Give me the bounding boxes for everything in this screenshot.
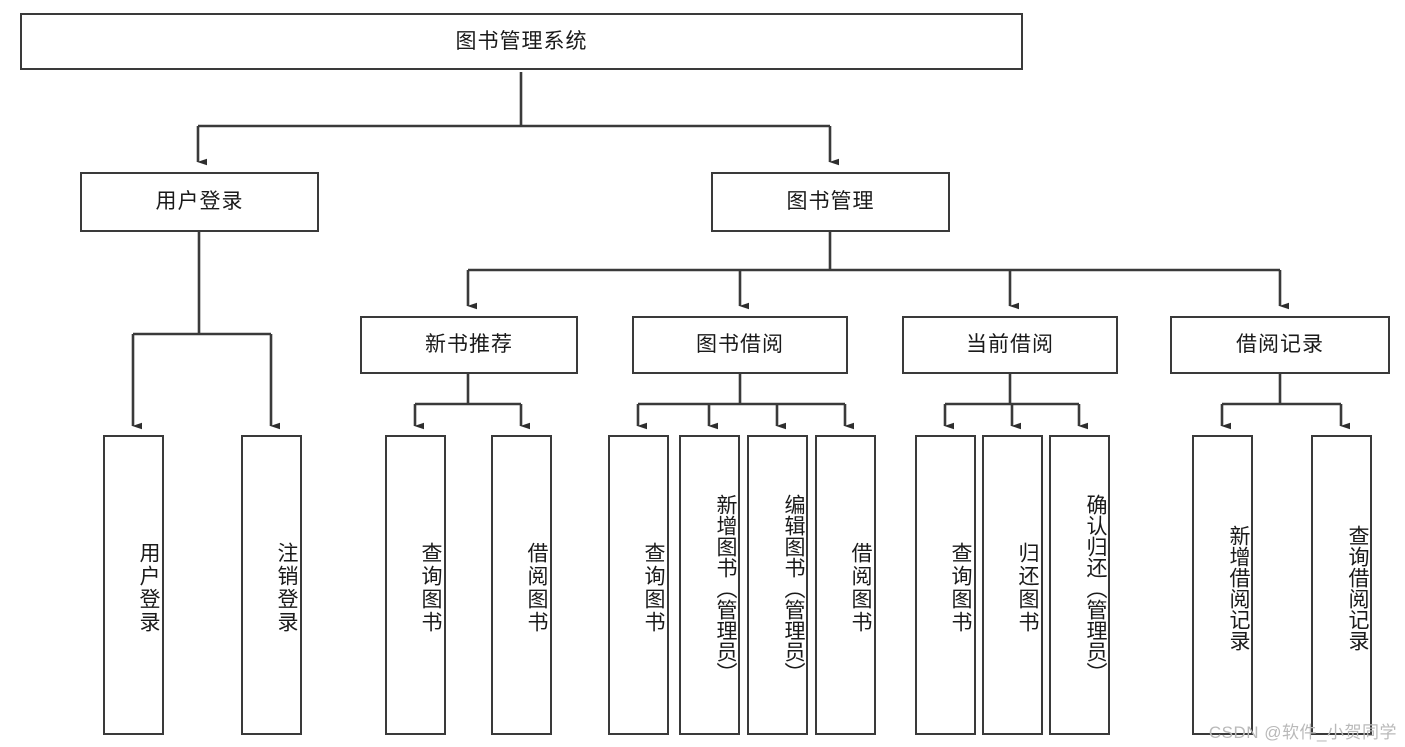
node-book-borrow[interactable]: 图书借阅 <box>632 316 848 374</box>
node-leaf-edit-book[interactable]: 编辑图书（管理员） <box>747 435 808 735</box>
node-leaf-user-login-label: 用户登录 <box>137 542 160 634</box>
node-leaf-add-book[interactable]: 新增图书（管理员） <box>679 435 740 735</box>
node-leaf-add-record[interactable]: 新增借阅记录 <box>1192 435 1253 735</box>
node-leaf-query-book-3-label: 查询图书 <box>949 542 972 634</box>
node-leaf-return-book-label: 归还图书 <box>1016 542 1039 634</box>
node-leaf-confirm-return[interactable]: 确认归还（管理员） <box>1049 435 1110 735</box>
node-current-borrow[interactable]: 当前借阅 <box>902 316 1118 374</box>
node-leaf-query-record[interactable]: 查询借阅记录 <box>1311 435 1372 735</box>
node-leaf-query-book-1[interactable]: 查询图书 <box>385 435 446 735</box>
node-current-borrow-label: 当前借阅 <box>966 333 1054 357</box>
node-leaf-query-book-2-label: 查询图书 <box>642 542 665 634</box>
node-leaf-query-record-label: 查询借阅记录 <box>1346 525 1369 651</box>
node-root[interactable]: 图书管理系统 <box>20 13 1023 70</box>
node-book-management-label: 图书管理 <box>786 190 875 214</box>
node-root-label: 图书管理系统 <box>455 29 588 53</box>
node-leaf-add-book-label: 新增图书（管理员） <box>714 493 737 683</box>
node-leaf-confirm-return-label: 确认归还（管理员） <box>1084 493 1107 683</box>
node-leaf-borrow-book-2-label: 借阅图书 <box>849 542 872 634</box>
node-leaf-add-record-label: 新增借阅记录 <box>1227 525 1250 651</box>
csdn-watermark: CSDN @软件_小贺同学 <box>1208 723 1397 742</box>
node-borrow-record[interactable]: 借阅记录 <box>1170 316 1390 374</box>
node-leaf-borrow-book-1-label: 借阅图书 <box>525 542 548 634</box>
node-new-book-recommend[interactable]: 新书推荐 <box>360 316 578 374</box>
node-user-login[interactable]: 用户登录 <box>80 172 319 232</box>
node-leaf-query-book-3[interactable]: 查询图书 <box>915 435 976 735</box>
node-leaf-query-book-2[interactable]: 查询图书 <box>608 435 669 735</box>
node-borrow-record-label: 借阅记录 <box>1236 333 1324 357</box>
node-leaf-user-login[interactable]: 用户登录 <box>103 435 164 735</box>
node-leaf-edit-book-label: 编辑图书（管理员） <box>782 493 805 683</box>
node-book-borrow-label: 图书借阅 <box>696 333 784 357</box>
node-leaf-query-book-1-label: 查询图书 <box>419 542 442 634</box>
node-leaf-return-book[interactable]: 归还图书 <box>982 435 1043 735</box>
node-book-management[interactable]: 图书管理 <box>711 172 950 232</box>
node-leaf-borrow-book-2[interactable]: 借阅图书 <box>815 435 876 735</box>
node-leaf-borrow-book-1[interactable]: 借阅图书 <box>491 435 552 735</box>
node-leaf-user-logout[interactable]: 注销登录 <box>241 435 302 735</box>
node-user-login-label: 用户登录 <box>155 190 244 214</box>
node-leaf-user-logout-label: 注销登录 <box>275 542 298 634</box>
node-new-book-recommend-label: 新书推荐 <box>425 333 513 357</box>
